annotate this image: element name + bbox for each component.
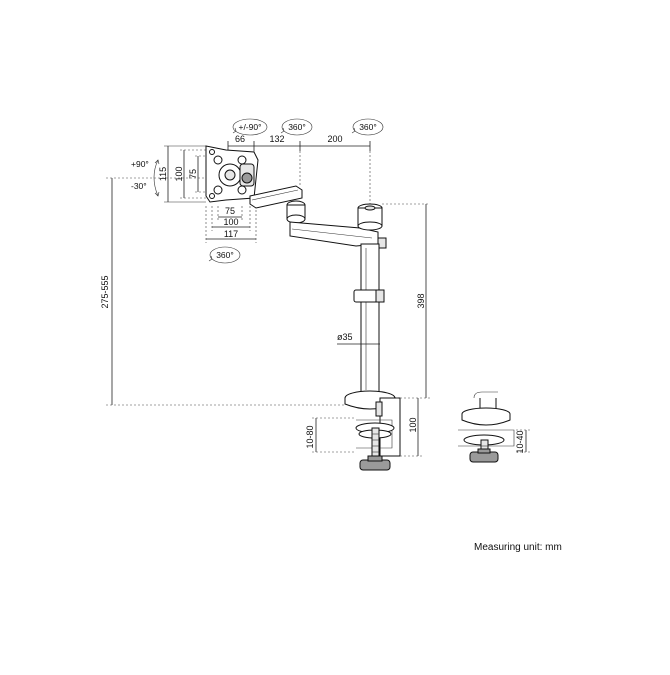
clamp-range-label: 10-80	[305, 425, 315, 448]
mid-swivel-badge: 360°	[280, 118, 313, 136]
desk-clamp	[344, 390, 401, 471]
clamp-range-dimension: 10-80	[305, 417, 356, 453]
pole-swivel-badge: 360°	[351, 118, 384, 136]
arm-dimension-line: 66 132 200	[227, 134, 371, 205]
pole-swivel-label: 360°	[359, 122, 377, 132]
unit-note: Measuring unit: mm	[474, 542, 562, 553]
mid-swivel-label: 360°	[288, 122, 306, 132]
tilt-angle-group: +90° -30°	[131, 159, 160, 197]
plate-width-inner-label: 75	[225, 206, 235, 216]
plate-height-mid-label: 100	[174, 166, 184, 181]
vesa-rotate-label: 360°	[216, 250, 234, 260]
tilt-down-label: -30°	[131, 181, 147, 191]
plate-width-outer-label: 117	[224, 229, 238, 239]
height-range-dimension: 275-555	[100, 177, 346, 406]
plate-height-outer-label: 115	[158, 167, 168, 181]
arm-assembly	[249, 185, 387, 249]
height-range-label: 275-555	[100, 275, 110, 308]
vesa-rotate-badge: 360°	[208, 246, 241, 264]
arm-seg-2-label: 132	[269, 134, 284, 144]
plate-horizontal-dimensions: 75 100 117	[205, 206, 257, 243]
arm-seg-3-label: 200	[327, 134, 342, 144]
tilt-up-label: +90°	[131, 159, 149, 169]
pole: ø35	[337, 243, 385, 393]
clamp-height-label: 100	[408, 417, 418, 432]
pole-diameter-label: ø35	[337, 332, 353, 342]
plate-width-mid-label: 100	[223, 217, 238, 227]
tilt-rotation-label: +/-90°	[238, 122, 261, 132]
arm-seg-1-label: 66	[235, 134, 245, 144]
grommet-mount: 10-40	[458, 391, 530, 463]
plate-height-inner-label: 75	[188, 169, 198, 179]
clamp-height-dimension: 100	[400, 398, 422, 457]
vesa-plate	[205, 145, 259, 203]
grommet-range-label: 10-40	[515, 430, 525, 453]
pole-height-dimension: 398	[382, 203, 430, 399]
pole-height-label: 398	[416, 293, 426, 308]
tilt-rotation-badge: +/-90°	[232, 118, 268, 136]
plate-vertical-dimensions: 115 100 75	[158, 145, 212, 203]
